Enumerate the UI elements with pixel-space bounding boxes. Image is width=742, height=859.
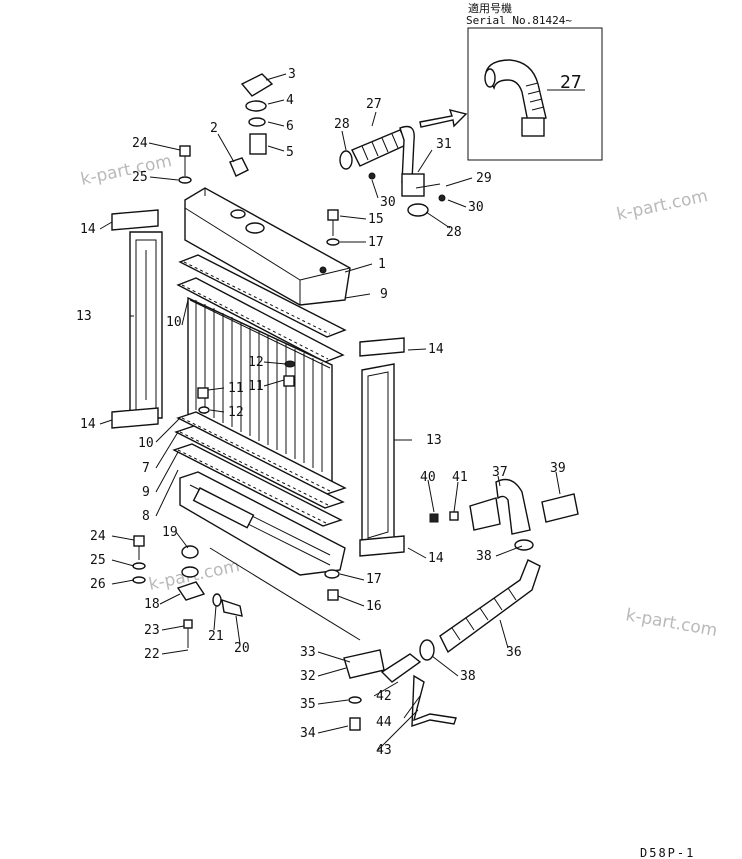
callout-19: 19	[162, 525, 178, 540]
callout-13-right: 13	[426, 433, 442, 448]
upper-tank	[184, 187, 351, 306]
callout-41: 41	[452, 470, 468, 485]
callout-37: 37	[492, 465, 508, 480]
fasteners	[132, 145, 459, 731]
upper-hose-assembly	[339, 125, 441, 217]
brackets-14	[111, 209, 405, 557]
callout-17-top: 17	[368, 235, 384, 250]
callout-1: 1	[378, 257, 386, 272]
radiator-cap	[240, 73, 274, 155]
callout-43: 43	[376, 743, 392, 758]
header-applicable-models: 適用号機	[468, 1, 512, 15]
callout-11-upper: 11	[228, 381, 244, 396]
callout-24-top: 24	[132, 136, 148, 151]
callout-5: 5	[286, 145, 294, 160]
callout-34: 34	[300, 726, 316, 741]
callout-26: 26	[90, 577, 106, 592]
callout-36: 36	[506, 645, 522, 660]
callout-3: 3	[288, 67, 296, 82]
lower-tank	[179, 471, 346, 576]
callout-9-bottom: 9	[142, 485, 150, 500]
drawing-code: D58P-1	[640, 846, 695, 859]
callout-6: 6	[286, 119, 294, 134]
callout-40: 40	[420, 470, 436, 485]
callout-12-lower: 12	[228, 405, 244, 420]
left-side-plate	[129, 231, 163, 419]
callout-11-lower: 11	[248, 379, 264, 394]
callout-32: 32	[300, 669, 316, 684]
callout-35: 35	[300, 697, 316, 712]
callout-38-upper: 38	[476, 549, 492, 564]
inset-callout-27: 27	[560, 72, 582, 93]
watermark-1: k-part.com	[79, 151, 174, 190]
callout-31: 31	[436, 137, 452, 152]
callout-30-left: 30	[380, 195, 396, 210]
callout-13-left: 13	[76, 309, 92, 324]
watermark-4: k-part.com	[624, 605, 719, 641]
callout-15: 15	[368, 212, 384, 227]
callout-24-bottom: 24	[90, 529, 106, 544]
callout-16: 16	[366, 599, 382, 614]
callout-27: 27	[366, 97, 382, 112]
callout-25-bottom: 25	[90, 553, 106, 568]
callout-7: 7	[142, 461, 150, 476]
callout-17-bottom: 17	[366, 572, 382, 587]
callout-22: 22	[144, 647, 160, 662]
callout-12-upper: 12	[248, 355, 264, 370]
inset-hose-drawing	[484, 59, 547, 137]
header-serial-number: Serial No.81424~	[466, 14, 572, 27]
callout-25-top: 25	[132, 170, 148, 185]
arrow-to-inset	[419, 109, 468, 128]
callout-20: 20	[234, 641, 250, 656]
leader-lines	[99, 73, 561, 751]
callout-4: 4	[286, 93, 294, 108]
callout-39: 39	[550, 461, 566, 476]
callout-labels: 3 4 6 5 2 24 25 14 13 14 27 28 31 29 30 …	[76, 67, 566, 758]
callout-44: 44	[376, 715, 392, 730]
callout-8: 8	[142, 509, 150, 524]
callout-28-top: 28	[334, 117, 350, 132]
callout-14-bottom-right: 14	[428, 551, 444, 566]
inset-frame	[467, 27, 603, 161]
callout-10-top: 10	[166, 315, 182, 330]
callout-9-top: 9	[380, 287, 388, 302]
callout-14-top-left: 14	[80, 222, 96, 237]
callout-29: 29	[476, 171, 492, 186]
callout-14-top-right: 14	[428, 342, 444, 357]
callout-18: 18	[144, 597, 160, 612]
callout-42: 42	[376, 689, 392, 704]
callout-23: 23	[144, 623, 160, 638]
callout-33: 33	[300, 645, 316, 660]
callout-10-bottom: 10	[138, 436, 154, 451]
callout-38-lower: 38	[460, 669, 476, 684]
lower-hose-assembly	[343, 478, 579, 727]
callout-28-bottom: 28	[446, 225, 462, 240]
top-gaskets	[176, 254, 347, 363]
right-side-plate	[361, 363, 395, 545]
callout-14-bottom-left: 14	[80, 417, 96, 432]
callout-30-right: 30	[468, 200, 484, 215]
callout-21: 21	[208, 629, 224, 644]
watermark-2: k-part.com	[615, 186, 710, 225]
callout-2: 2	[210, 121, 218, 136]
bottom-gaskets	[172, 411, 347, 527]
